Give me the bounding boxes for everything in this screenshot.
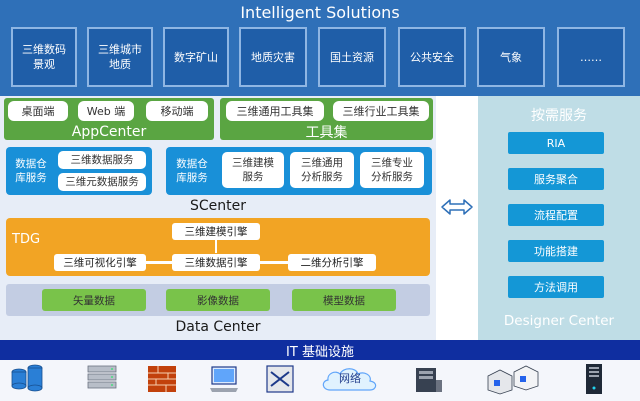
firewall-icon xyxy=(148,366,176,392)
network-cloud-icon xyxy=(322,368,377,391)
solution-box-public-safety: 公共安全 xyxy=(398,27,466,87)
tower-server-icon xyxy=(586,364,602,394)
network-label: 网络 xyxy=(339,372,361,385)
switch-icon xyxy=(266,365,294,393)
database-icon xyxy=(11,364,43,392)
data-imagery-box: 影像数据 xyxy=(166,289,270,311)
solution-box-digital-mine: 数字矿山 xyxy=(163,27,229,87)
solution-box-more: …… xyxy=(557,27,625,87)
cube-servers-icon xyxy=(487,365,539,395)
connector-gap xyxy=(436,96,478,340)
monitor-icon xyxy=(210,366,238,392)
solution-box-land-resources: 国土资源 xyxy=(318,27,386,87)
double-arrow-icon xyxy=(441,199,473,215)
scenter-3d-general-analysis-box: 三维通用 分析服务 xyxy=(290,152,354,188)
solution-box-weather: 气象 xyxy=(477,27,545,87)
tools-title: 工具集 xyxy=(305,124,348,141)
designer-service-aggregation-box: 服务聚合 xyxy=(508,168,604,190)
solution-box-geological-disaster: 地质灾害 xyxy=(239,27,307,87)
data-model-box: 模型数据 xyxy=(292,289,396,311)
scenter-left-label: 数据仓 库服务 xyxy=(15,158,47,184)
designer-function-build-box: 功能搭建 xyxy=(508,240,604,262)
app-desktop-box: 桌面端 xyxy=(8,101,68,121)
tdg-left-connector xyxy=(146,261,172,264)
scenter-3d-data-service-box: 三维数据服务 xyxy=(58,151,146,169)
solution-box-3d-city-geology: 三维城市 地质 xyxy=(87,27,153,87)
designer-process-config-box: 流程配置 xyxy=(508,204,604,226)
tdg-label: TDG xyxy=(12,232,41,247)
tools-3d-industry-box: 三维行业工具集 xyxy=(333,101,429,121)
tools-3d-general-box: 三维通用工具集 xyxy=(226,101,324,121)
server-rack-icon xyxy=(87,365,117,389)
intelligent-solutions-title: Intelligent Solutions xyxy=(240,2,400,22)
scenter-right-label: 数据仓 库服务 xyxy=(176,158,208,184)
it-infrastructure-title: IT 基础设施 xyxy=(0,340,640,360)
tdg-modeling-engine-box: 三维建模引擎 xyxy=(172,223,260,240)
tdg-visualization-engine-box: 三维可视化引擎 xyxy=(54,254,146,271)
data-center-title: Data Center xyxy=(175,319,261,335)
designer-method-call-box: 方法调用 xyxy=(508,276,604,298)
data-vector-box: 矢量数据 xyxy=(42,289,146,311)
app-center-title: AppCenter xyxy=(71,123,147,140)
tdg-data-engine-box: 三维数据引擎 xyxy=(172,254,260,271)
designer-ria-box: RIA xyxy=(508,132,604,154)
designer-on-demand-title: 按需服务 xyxy=(531,108,587,124)
solution-box-3d-landscape: 三维数码 景观 xyxy=(11,27,77,87)
designer-center-title: Designer Center xyxy=(503,313,615,329)
tdg-vertical-connector xyxy=(215,240,217,253)
tdg-analysis-engine-box: 二维分析引擎 xyxy=(288,254,376,271)
workstation-icon xyxy=(416,368,442,392)
scenter-3d-professional-analysis-box: 三维专业 分析服务 xyxy=(360,152,424,188)
scenter-3d-metadata-service-box: 三维元数据服务 xyxy=(58,173,146,191)
tdg-right-connector xyxy=(260,261,288,264)
scenter-3d-modeling-service-box: 三维建模 服务 xyxy=(222,152,284,188)
app-web-box: Web 端 xyxy=(78,101,134,121)
scenter-title: SCenter xyxy=(189,198,246,214)
app-mobile-box: 移动端 xyxy=(146,101,208,121)
